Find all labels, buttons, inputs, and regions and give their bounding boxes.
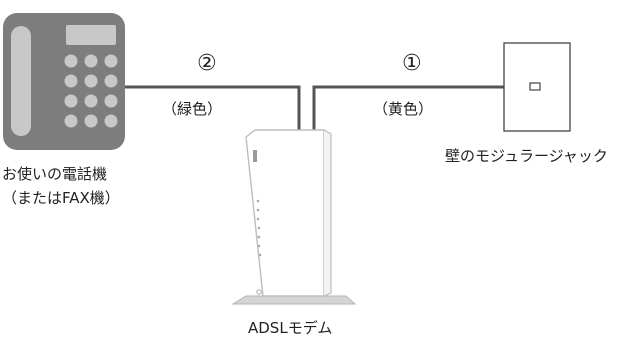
modem-front: [245, 129, 325, 297]
cable-2-line: [125, 85, 301, 130]
wall-jack-icon: [503, 42, 571, 132]
modem-base: [231, 295, 357, 305]
phone-display: [66, 25, 116, 45]
wall-jack-label: 壁のモジュラージャック: [445, 147, 608, 165]
phone-label-line-2: （またはFAX機）: [2, 189, 120, 207]
modem-icon: [231, 129, 357, 305]
cable-2-color-label: （緑色）: [162, 100, 223, 118]
phone-keypad: [64, 54, 118, 128]
modem-side: [323, 129, 332, 297]
modem-led-dots: [256, 199, 262, 257]
telephone-icon: [3, 13, 125, 150]
phone-label-line-1: お使いの電話機: [2, 165, 108, 183]
cable-1-color-label: （黄色）: [373, 100, 434, 118]
cable-1-line: [312, 85, 532, 130]
cable-2-number: ②: [197, 51, 217, 76]
modem-top-indicator: [253, 150, 257, 162]
phone-handset: [11, 26, 31, 136]
modem-power-button: [256, 289, 262, 295]
cable-1-number: ①: [402, 51, 422, 76]
modem-label: ADSLモデム: [248, 319, 333, 337]
